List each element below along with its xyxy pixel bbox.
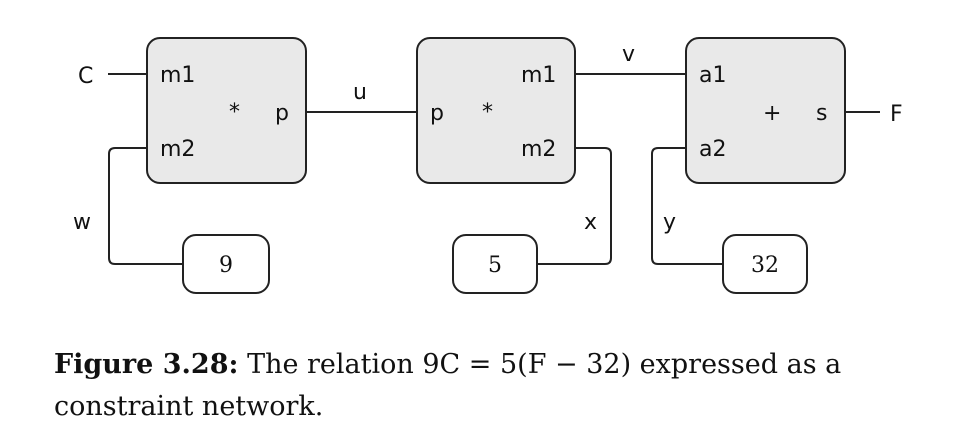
port-m2-label: m2: [160, 137, 195, 162]
terminal-c-label: C: [78, 64, 93, 89]
port-s-label: s: [816, 101, 827, 126]
terminal-f-label: F: [890, 102, 903, 127]
wire-label-u: u: [353, 80, 367, 105]
mult-box-2: [416, 37, 576, 184]
wire-label-w: w: [73, 210, 91, 235]
port-m1-label: m1: [160, 63, 195, 88]
caption-text: The relation 9C = 5(F − 32) expressed as…: [54, 349, 842, 422]
figure-caption: Figure 3.28: The relation 9C = 5(F − 32)…: [54, 344, 934, 428]
constant-box-5: [452, 234, 538, 294]
constant-value: 9: [219, 253, 233, 278]
port-m1-label: m1: [521, 63, 556, 88]
wire-w: [108, 147, 183, 265]
port-m2-label: m2: [521, 137, 556, 162]
port-p-label: p: [275, 101, 289, 126]
figure-label: Figure 3.28:: [54, 349, 239, 380]
wire-label-v: v: [622, 42, 635, 67]
adder-box: [685, 37, 846, 184]
operator-label: +: [763, 101, 781, 126]
constraint-network-diagram: m1 m2 * p p * m1 m2 a1 a2 + s 9 5 32 C F…: [73, 37, 903, 294]
wire-x: [537, 147, 612, 265]
wire-y: [651, 147, 723, 265]
wire-label-y: y: [663, 210, 676, 235]
operator-label: *: [229, 100, 240, 125]
constant-box-32: [722, 234, 808, 294]
constant-value: 32: [751, 253, 779, 278]
constant-value: 5: [488, 253, 502, 278]
port-a1-label: a1: [699, 63, 726, 88]
port-p-label: p: [430, 101, 444, 126]
wire-label-x: x: [584, 210, 597, 235]
constant-box-9: [182, 234, 270, 294]
operator-label: *: [482, 100, 493, 125]
port-a2-label: a2: [699, 137, 726, 162]
mult-box-1: [146, 37, 307, 184]
